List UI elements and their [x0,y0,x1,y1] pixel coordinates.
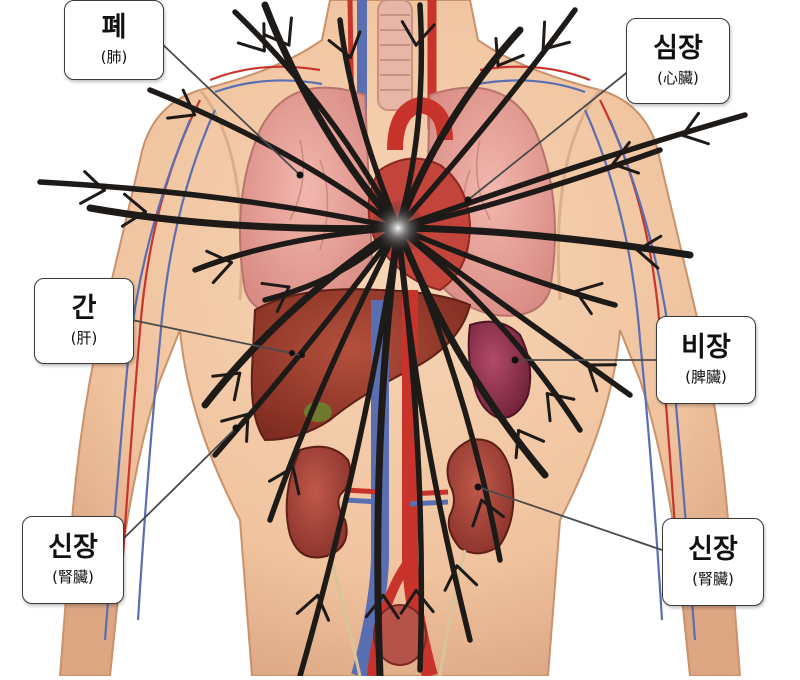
branch-twig [496,39,498,66]
branch-twig [683,135,709,143]
label-kidney-left: 신장 (腎臟) [22,516,124,604]
label-kidney-right: 신장 (腎臟) [662,518,764,606]
branch-center-point [370,200,426,256]
leader-dot-lung [297,172,304,179]
label-liver-korean: 간 [72,294,97,324]
label-lung: 폐 (肺) [64,0,164,80]
label-kidney-right-korean: 신장 [688,535,738,565]
label-lung-hanja: (肺) [101,47,128,67]
leader-dot-liver-2 [299,352,305,358]
label-spleen-hanja: (脾臟) [685,367,727,387]
label-heart: 심장 (心臟) [626,18,730,104]
label-liver: 간 (肝) [34,278,134,364]
label-kidney-left-hanja: (腎臟) [52,567,94,587]
label-spleen: 비장 (脾臟) [656,316,756,404]
label-spleen-korean: 비장 [681,333,731,363]
label-kidney-right-hanja: (腎臟) [692,569,734,589]
leader-dot-spleen [512,357,519,364]
branch-twig [238,43,264,51]
label-heart-hanja: (心臟) [657,68,699,88]
leader-dot-heart [465,197,472,204]
label-kidney-left-korean: 신장 [48,533,98,563]
branch-twig [81,190,105,203]
leader-dot-kidney-left [233,425,240,432]
label-heart-korean: 심장 [653,34,703,64]
trachea [378,0,412,110]
leader-dot-liver-1 [289,350,295,356]
label-lung-korean: 폐 [102,13,127,43]
branch-twig [247,414,248,441]
leader-dot-kidney-right [475,484,482,491]
branch-twig [289,18,291,45]
branch-twig [543,22,544,49]
label-liver-hanja: (肝) [71,328,98,348]
